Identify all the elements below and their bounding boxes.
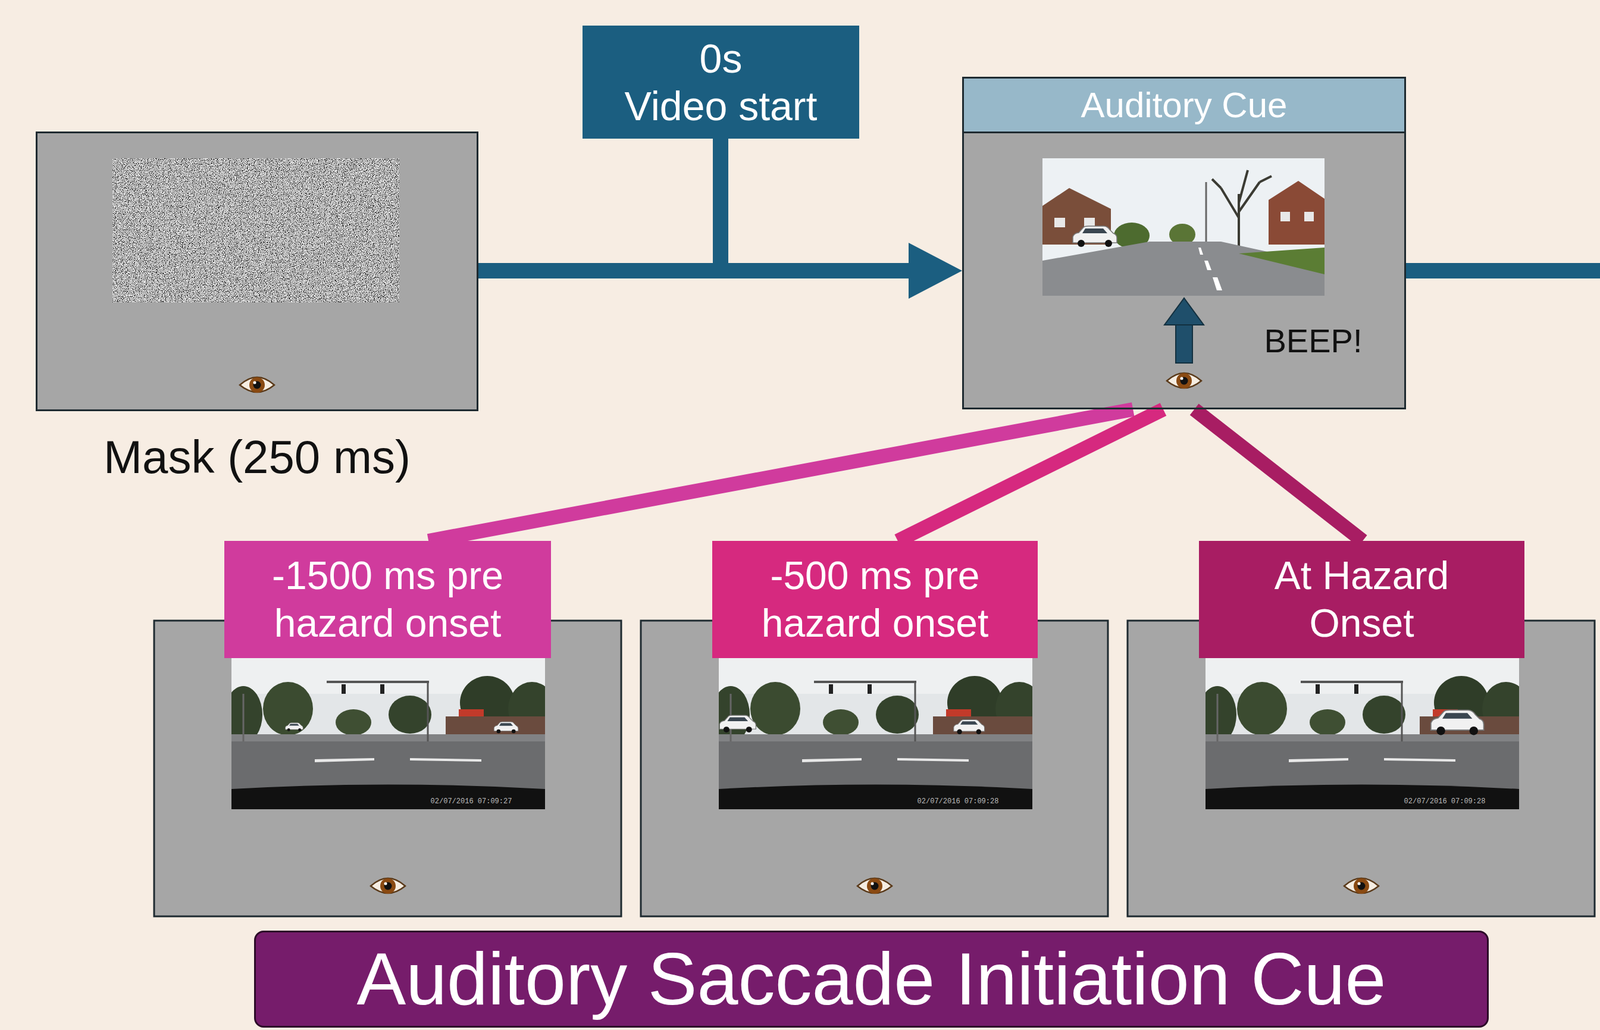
connector-line (478, 262, 914, 279)
gaze-arrow-part (1175, 321, 1193, 363)
gaze-arrow-part (1164, 298, 1204, 325)
connector (1194, 409, 1363, 541)
time-tag: 0sVideo start (582, 25, 860, 139)
node-title: Auditory Saccade Initiation Cue (356, 938, 1386, 1020)
connector (478, 242, 963, 299)
timing-label: At Hazard Onset (1198, 540, 1525, 659)
eye-icon (239, 377, 275, 393)
frame-panel-part (224, 658, 556, 810)
cue-panel-fill (962, 76, 1407, 410)
timing-label: -1500 ms pre hazard onset (224, 540, 551, 659)
condition-banner: Auditory Saccade Initiation Cue (254, 930, 1489, 1028)
node-text: Video start (624, 82, 818, 130)
connector (897, 409, 1164, 541)
arrowhead (908, 242, 963, 299)
timestamp-label: 02/07/2016 07:09:27 (430, 797, 513, 806)
node-title: At Hazard Onset (1231, 552, 1493, 647)
frame-panel-part (1127, 620, 1595, 917)
frame-panel (1127, 620, 1595, 917)
timing-label: -500 ms pre hazard onset (712, 540, 1038, 659)
frame-panel-part (857, 878, 892, 894)
node-title: -500 ms pre hazard onset (744, 552, 1007, 647)
frame-panel-part (719, 715, 756, 733)
timeline-continuation (1406, 262, 1600, 279)
frame-panel-part (370, 878, 406, 894)
frame-panel-part (1198, 658, 1530, 810)
mask-panel-fill (35, 131, 479, 412)
node-title: 0s (699, 34, 743, 83)
frame-panel (640, 620, 1108, 917)
node-title: Mask (250 ms) (0, 430, 549, 485)
timestamp-label: 02/07/2016 07:09:28 (1404, 797, 1486, 806)
connector-line (1194, 409, 1363, 541)
eye-icon (1166, 373, 1202, 389)
cue-header-band: Auditory Cue (963, 78, 1405, 134)
gaze-arrow (1164, 298, 1204, 363)
frame-panel-part (154, 620, 622, 917)
timestamp-label: 02/07/2016 07:09:28 (917, 797, 1000, 806)
node-title: Auditory Cue (1081, 85, 1288, 125)
frame-panel (154, 620, 622, 917)
mask-panel: Mask (250 ms) (35, 131, 479, 412)
frame-panel-part (640, 620, 1108, 917)
frame-panel-part (1344, 878, 1379, 894)
node-title: -1500 ms pre hazard onset (257, 552, 519, 647)
street-video-frame (1042, 158, 1325, 296)
frame-panel-part (1431, 709, 1484, 735)
video-start-stem (712, 135, 729, 279)
frame-panel-part (953, 719, 985, 735)
frame-panel-part (285, 722, 304, 732)
frame-panel-part (493, 721, 519, 734)
connector-line (897, 409, 1164, 541)
node-text: BEEP! (1264, 322, 1363, 360)
frame-panel-part (711, 658, 1044, 810)
noise-mask (112, 158, 400, 303)
cue-panel: Auditory CueBEEP! (962, 76, 1407, 410)
